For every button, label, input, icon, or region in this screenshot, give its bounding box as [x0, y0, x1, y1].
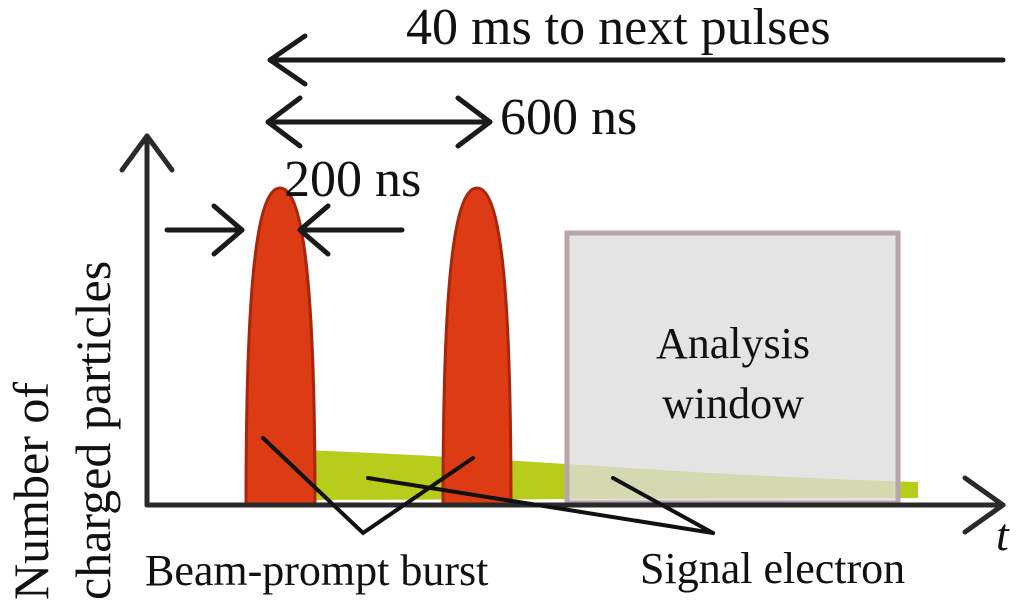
width-arrowhead-left — [211, 203, 245, 257]
y-axis-label-line1: Number of — [3, 382, 59, 600]
callout-lines — [261, 436, 715, 536]
spacing-arrowhead-left — [265, 95, 303, 149]
burst-callout-lines — [261, 436, 475, 536]
x-axis-label: t — [996, 509, 1010, 560]
signal-callout-line-2 — [611, 476, 715, 535]
y-axis-label: Number of charged particles — [3, 261, 121, 600]
beam-pulse-2 — [441, 186, 513, 507]
analysis-window-box — [564, 230, 901, 506]
period-arrowhead — [267, 33, 308, 87]
period-label: 40 ms to next pulses — [406, 0, 831, 56]
spacing-arrowhead-right — [455, 95, 493, 149]
x-axis-arrowhead — [962, 475, 1006, 535]
spacing-label: 600 ns — [500, 89, 637, 146]
analysis-window-label-line2: window — [662, 379, 804, 428]
timing-arrows — [164, 33, 1006, 257]
signal-label: Signal electron — [640, 544, 905, 593]
beam-pulse-1 — [244, 186, 317, 507]
burst-label: Beam-prompt burst — [145, 546, 488, 595]
axes — [119, 133, 1006, 535]
width-arrowhead-right — [297, 203, 331, 257]
signal-callout-line-1 — [366, 476, 715, 535]
y-axis-arrowhead — [119, 133, 175, 173]
y-axis-label-line2: charged particles — [65, 261, 121, 600]
width-label: 200 ns — [284, 151, 421, 208]
analysis-window-label-line1: Analysis — [656, 319, 810, 368]
